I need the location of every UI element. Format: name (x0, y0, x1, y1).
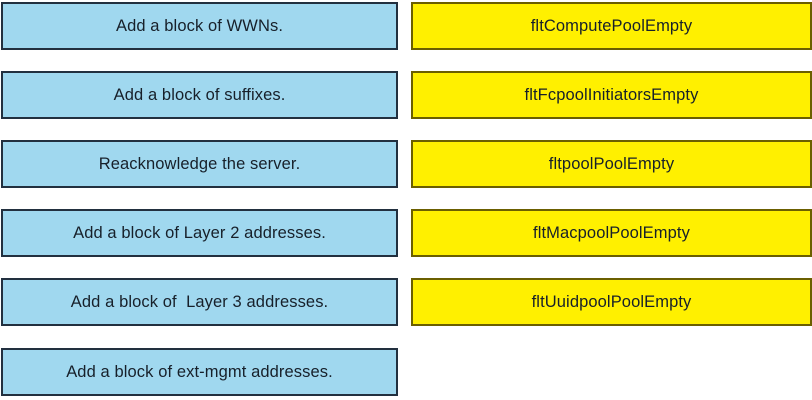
left-option-5[interactable]: Add a block of Layer 3 addresses. (1, 278, 398, 326)
left-option-2[interactable]: Add a block of suffixes. (1, 71, 398, 119)
left-option-6[interactable]: Add a block of ext-mgmt addresses. (1, 348, 398, 396)
right-option-4[interactable]: fltMacpoolPoolEmpty (411, 209, 812, 257)
left-option-1[interactable]: Add a block of WWNs. (1, 2, 398, 50)
left-option-3[interactable]: Reacknowledge the server. (1, 140, 398, 188)
right-option-5[interactable]: fltUuidpoolPoolEmpty (411, 278, 812, 326)
right-option-2[interactable]: fltFcpoolInitiatorsEmpty (411, 71, 812, 119)
left-option-4[interactable]: Add a block of Layer 2 addresses. (1, 209, 398, 257)
right-option-1[interactable]: fltComputePoolEmpty (411, 2, 812, 50)
right-option-3[interactable]: fltpoolPoolEmpty (411, 140, 812, 188)
